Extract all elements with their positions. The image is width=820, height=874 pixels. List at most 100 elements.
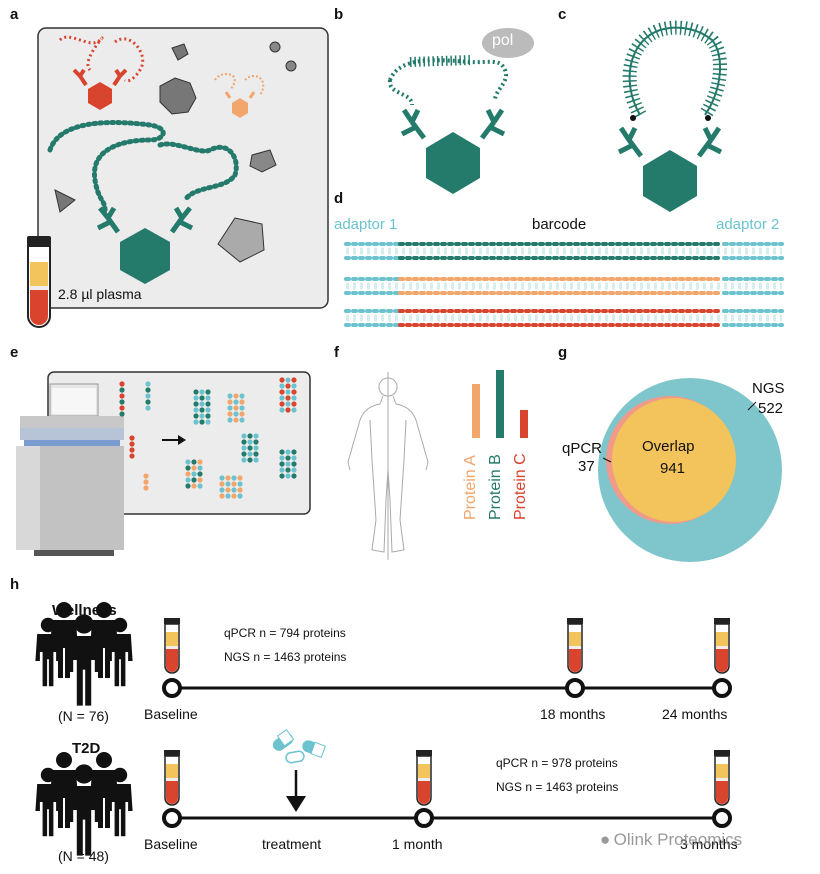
panel-h-graphic <box>35 602 732 856</box>
droplet <box>227 411 233 417</box>
droplet <box>227 405 233 411</box>
panel-a-graphic <box>27 27 329 328</box>
t2d-treatment-label: treatment <box>262 836 322 852</box>
pill-icon <box>272 729 327 764</box>
droplet <box>197 459 203 465</box>
droplet <box>199 389 205 395</box>
droplet <box>219 487 225 493</box>
droplet <box>291 383 297 389</box>
droplet <box>231 487 237 493</box>
droplet <box>185 459 191 465</box>
droplet <box>239 393 245 399</box>
label-protein-b: Protein B <box>487 454 504 520</box>
bar-protein-b <box>496 370 504 438</box>
droplet <box>225 481 231 487</box>
droplet <box>253 457 259 463</box>
wellness-title: Wellness <box>52 602 117 619</box>
wellness-qpcr: qPCR n = 794 proteins <box>224 626 346 640</box>
droplet <box>291 455 297 461</box>
panel-c-graphic <box>617 20 728 212</box>
droplet <box>291 449 297 455</box>
droplet <box>129 435 135 441</box>
droplet <box>291 461 297 467</box>
droplet <box>197 471 203 477</box>
t2d-ngs: NGS n = 1463 proteins <box>496 780 619 794</box>
droplet <box>239 405 245 411</box>
bar-protein-a <box>472 384 480 438</box>
plasma-label: 2.8 µl plasma <box>58 286 142 302</box>
droplet <box>279 383 285 389</box>
adaptor-1-label: adaptor 1 <box>334 216 398 233</box>
droplet <box>285 407 291 413</box>
droplet <box>197 477 203 483</box>
droplet <box>193 401 199 407</box>
droplet <box>285 377 291 383</box>
label-protein-a: Protein A <box>462 455 479 520</box>
venn-overlap-label: Overlap <box>642 438 695 455</box>
droplet <box>237 481 243 487</box>
droplet <box>191 483 197 489</box>
droplet <box>279 377 285 383</box>
droplet <box>199 407 205 413</box>
venn-qpcr-value: 37 <box>578 458 595 475</box>
droplet <box>291 407 297 413</box>
overlap-circle <box>612 398 736 522</box>
panel-label-d: d <box>334 190 344 207</box>
venn-ngs-label: NGS <box>752 380 785 397</box>
droplet <box>239 417 245 423</box>
panel-label-f: f <box>334 344 339 361</box>
droplet <box>197 483 203 489</box>
droplet <box>279 461 285 467</box>
droplet <box>291 395 297 401</box>
wellness-ngs: NGS n = 1463 proteins <box>224 650 347 664</box>
droplet <box>199 395 205 401</box>
droplet <box>279 395 285 401</box>
panel-label-a: a <box>10 6 19 23</box>
t2d-people <box>35 752 133 856</box>
droplet <box>225 487 231 493</box>
droplet <box>247 457 253 463</box>
panel-g-venn <box>598 378 782 562</box>
droplet <box>233 417 239 423</box>
droplet <box>285 383 291 389</box>
droplet <box>145 399 151 405</box>
droplet <box>227 417 233 423</box>
droplet <box>199 401 205 407</box>
droplet <box>279 401 285 407</box>
droplet <box>291 473 297 479</box>
droplet <box>193 419 199 425</box>
droplet <box>225 493 231 499</box>
droplet <box>237 487 243 493</box>
droplet <box>219 481 225 487</box>
panel-d-graphic <box>344 242 784 327</box>
t2d-timepoint-1m: 1 month <box>392 836 443 852</box>
wellness-timepoint-18m: 18 months <box>540 706 606 722</box>
panel-label-h: h <box>10 576 20 593</box>
droplet <box>193 395 199 401</box>
droplet <box>145 393 151 399</box>
droplet <box>227 393 233 399</box>
t2d-n: (N = 48) <box>58 848 109 864</box>
droplet <box>205 401 211 407</box>
panel-label-c: c <box>558 6 567 23</box>
droplet <box>279 467 285 473</box>
droplet <box>285 449 291 455</box>
droplet <box>219 475 225 481</box>
droplet <box>279 473 285 479</box>
droplet <box>241 439 247 445</box>
droplet-columns <box>119 377 297 499</box>
droplet <box>231 493 237 499</box>
droplet <box>241 433 247 439</box>
droplet <box>291 467 297 473</box>
droplet <box>253 445 259 451</box>
droplet <box>241 445 247 451</box>
droplet <box>143 479 149 485</box>
droplet <box>119 387 125 393</box>
droplet <box>247 439 253 445</box>
droplet <box>145 381 151 387</box>
droplet <box>285 395 291 401</box>
droplet <box>119 399 125 405</box>
droplet <box>193 407 199 413</box>
panel-e-graphic <box>16 371 311 556</box>
droplet <box>143 473 149 479</box>
